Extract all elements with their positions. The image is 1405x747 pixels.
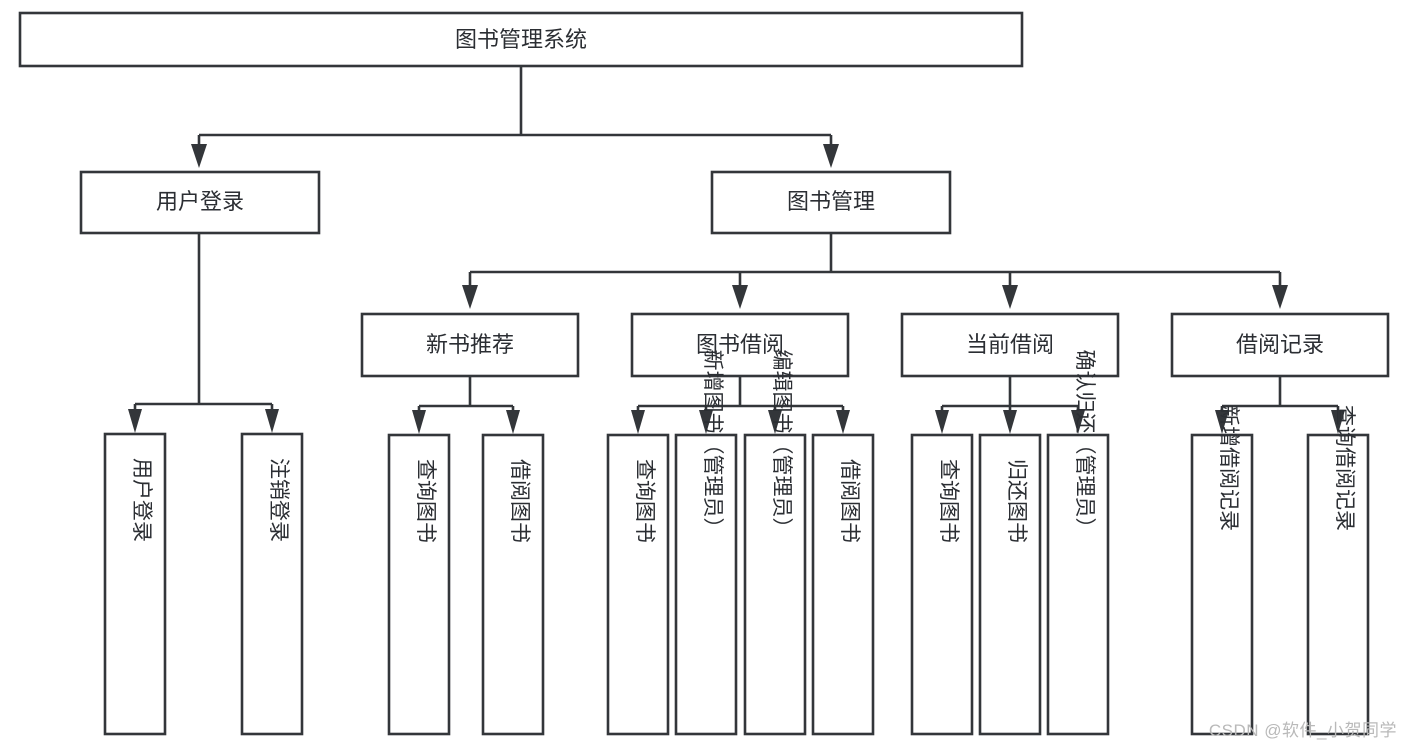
connector-root-to-level2 [191,66,839,168]
node-user-login[interactable]: 用户登录 [79,170,321,235]
node-borrow-record[interactable]: 借阅记录 [1170,312,1390,378]
arrow-head-icon [462,285,478,309]
node-leaf-query-record[interactable]: 查询借阅记录 [1306,405,1370,736]
node-leaf-logout-login-label: 注销登录 [267,458,290,542]
node-leaf-query-book-1[interactable]: 查询图书 [387,433,451,736]
node-book-borrow[interactable]: 图书借阅 [630,312,850,378]
node-leaf-query-book-3-label: 查询图书 [937,459,960,543]
arrow-head-icon [935,410,949,434]
node-leaf-add-record[interactable]: 新增借阅记录 [1190,405,1254,736]
arrow-head-icon [412,410,426,434]
node-leaf-add-book[interactable]: 新增图书（管理员） [674,350,738,736]
node-leaf-return-book-label: 归还图书 [1005,459,1028,543]
node-leaf-query-record-label: 查询借阅记录 [1333,405,1356,531]
arrow-head-icon [836,410,850,434]
node-leaf-confirm-return-label: 确认归还（管理员） [1073,350,1096,539]
node-leaf-user-login[interactable]: 用户登录 [103,432,167,736]
node-current-borrow-label: 当前借阅 [966,332,1054,357]
node-book-manage-label: 图书管理 [787,189,875,214]
node-leaf-return-book[interactable]: 归还图书 [978,433,1042,736]
connector-newbook-to-leaves [412,376,520,434]
node-leaf-query-book-1-label: 查询图书 [414,459,437,543]
node-leaf-add-record-label: 新增借阅记录 [1217,405,1240,531]
node-leaf-query-book-3[interactable]: 查询图书 [910,433,974,736]
node-new-book-recommend[interactable]: 新书推荐 [360,312,580,378]
arrow-head-icon [1272,285,1288,309]
arrow-head-icon [1003,410,1017,434]
arrow-head-icon [732,285,748,309]
node-book-borrow-label: 图书借阅 [696,332,784,357]
arrow-head-icon [631,410,645,434]
node-new-book-recommend-label: 新书推荐 [426,332,514,357]
arrow-head-icon [265,409,279,433]
connector-bookmanage-to-level3 [462,233,1288,309]
arrow-head-icon [191,144,207,168]
connector-userlogin-to-leaves [128,233,279,433]
node-root-label: 图书管理系统 [455,27,587,52]
node-leaf-query-book-2[interactable]: 查询图书 [606,433,670,736]
arrow-head-icon [128,409,142,433]
arrow-head-icon [506,410,520,434]
node-leaf-edit-book-label: 编辑图书（管理员） [770,350,793,539]
connector-bookborrow-to-leaves [631,376,850,434]
arrow-head-icon [1331,410,1345,434]
node-leaf-borrow-book-1-label: 借阅图书 [508,459,531,543]
node-leaf-borrow-book-2-label: 借阅图书 [838,459,861,543]
node-leaf-query-book-2-label: 查询图书 [633,459,656,543]
node-user-login-label: 用户登录 [156,189,244,214]
node-leaf-confirm-return[interactable]: 确认归还（管理员） [1046,350,1110,736]
node-borrow-record-label: 借阅记录 [1236,332,1324,357]
node-leaf-logout-login[interactable]: 注销登录 [240,432,304,736]
arrow-head-icon [823,144,839,168]
node-leaf-user-login-label: 用户登录 [130,458,153,542]
connector-borrowrecord-to-leaves [1215,376,1345,434]
node-root[interactable]: 图书管理系统 [18,11,1024,68]
arrow-head-icon [1002,285,1018,309]
node-current-borrow[interactable]: 当前借阅 [900,312,1120,378]
node-leaf-add-book-label: 新增图书（管理员） [701,350,724,539]
connector-currentborrow-to-leaves [935,376,1085,434]
node-leaf-borrow-book-1[interactable]: 借阅图书 [481,433,545,736]
node-leaf-edit-book[interactable]: 编辑图书（管理员） [743,350,807,736]
arrow-head-icon [1215,410,1229,434]
node-leaf-borrow-book-2[interactable]: 借阅图书 [811,433,875,736]
arrow-head-icon [768,410,782,434]
node-book-manage[interactable]: 图书管理 [710,170,952,235]
arrow-head-icon [699,410,713,434]
arrow-head-icon [1071,410,1085,434]
